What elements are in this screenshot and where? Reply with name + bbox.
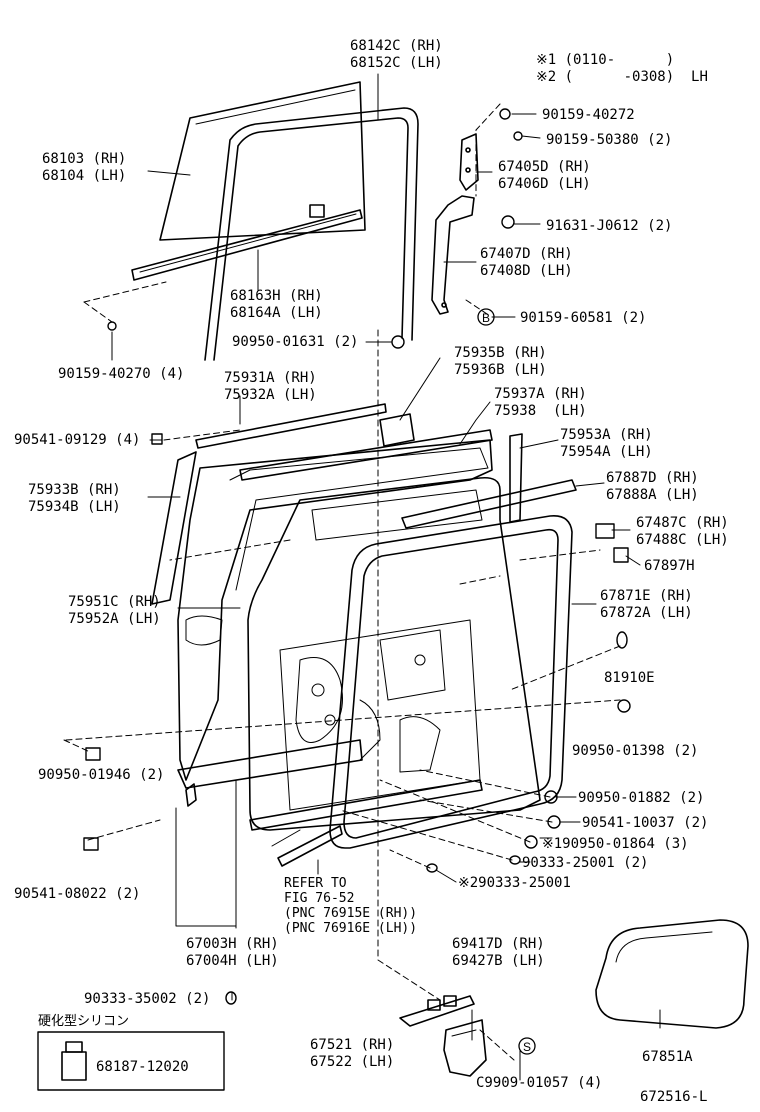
leader-lines [111, 73, 661, 1081]
inner-belt-weatherstrip [401, 479, 577, 529]
label-c9909: C9909-01057 (4) [476, 1075, 603, 1091]
glass-run-channel [204, 107, 419, 361]
label-90333-25001: 90333-25001 (2) [522, 855, 649, 871]
label-67871e: 67871E (RH)67872A (LH) [600, 588, 693, 621]
silicone-box [37, 1031, 225, 1091]
label-75931a: 75931A (RH)75932A (LH) [224, 370, 317, 403]
label-90541-08022: 90541-08022 (2) [14, 886, 141, 902]
label-90950-01946: 90950-01946 (2) [38, 767, 165, 783]
label-silicone-title: 硬化型シリコン [38, 1014, 130, 1029]
label-68163h: 68163H (RH)68164A (LH) [230, 288, 323, 321]
label-67407d: 67407D (RH)67408D (LH) [480, 246, 573, 279]
label-90950-01882: 90950-01882 (2) [578, 790, 705, 806]
label-67887d: 67887D (RH)67888A (LH) [606, 470, 699, 503]
fastener-icons [83, 108, 631, 1005]
label-68187: 68187-12020 [96, 1059, 189, 1075]
label-91631: 91631-J0612 (2) [546, 218, 673, 234]
pillar-garnish-75933 [151, 451, 197, 605]
door-hinge-69417 [399, 995, 475, 1027]
label-75935b: 75935B (RH)75936B (LH) [454, 345, 547, 378]
belt-moulding-75937 [239, 429, 493, 481]
label-90541-09129: 90541-09129 (4) [14, 432, 141, 448]
svg-text:S: S [523, 1040, 531, 1054]
hinge-lower-bracket [431, 195, 475, 315]
label-67487c: 67487C (RH)67488C (LH) [636, 515, 729, 548]
label-75937a: 75937A (RH)75938 (LH) [494, 386, 587, 419]
door-glass [159, 81, 366, 241]
lower-sash-67003 [185, 783, 197, 807]
label-90159-40270: 90159-40270 (4) [58, 366, 185, 382]
label-90541-10037: 90541-10037 (2) [582, 815, 709, 831]
label-90333-35002: 90333-35002 (2) [84, 991, 211, 1007]
label-67897h: 67897H [644, 558, 695, 574]
label-75933b: 75933B (RH)75934B (LH) [28, 482, 121, 515]
label-90159-40272: 90159-40272 [542, 107, 635, 123]
silicone-tube-icon [61, 1041, 87, 1081]
label-90159-50380: 90159-50380 (2) [546, 132, 673, 148]
note-1: ※1 (0110- ) [536, 52, 675, 68]
lower-door-rail [249, 779, 483, 831]
door-outer-panel [177, 439, 493, 789]
label-69417d: 69417D (RH)69427B (LH) [452, 936, 545, 969]
label-81910e: 81910E [604, 670, 655, 686]
label-67405d: 67405D (RH)67406D (LH) [498, 159, 591, 192]
marker-b: B [477, 308, 495, 326]
note-2: ※2 ( -0308) LH [536, 69, 708, 85]
label-68142c: 68142C (RH)68152C (LH) [350, 38, 443, 71]
label-67003h: 67003H (RH)67004H (LH) [186, 936, 279, 969]
figure-number: 672516-L [640, 1089, 708, 1105]
belt-moulding-75931 [195, 403, 387, 449]
marker-s: S [518, 1037, 536, 1055]
label-90333-25001-2: ※290333-25001 [458, 875, 571, 891]
hinge-upper [459, 133, 479, 191]
label-90950-01864: ※190950-01864 (3) [542, 836, 689, 852]
label-67521: 67521 (RH)67522 (LH) [310, 1037, 395, 1070]
belt-moulding-75935 [379, 413, 415, 447]
label-67851a: 67851A [642, 1049, 693, 1065]
hinge-cover-67521 [443, 1019, 487, 1077]
dashed-guides [63, 103, 621, 1061]
svg-text:B: B [482, 311, 490, 325]
moulding-75953 [509, 433, 523, 523]
label-90950-01398: 90950-01398 (2) [572, 743, 699, 759]
label-90159-60581: 90159-60581 (2) [520, 310, 647, 326]
service-hole-cover [595, 919, 749, 1029]
label-75951c: 75951C (RH)75952A (LH) [68, 594, 161, 627]
label-75953a: 75953A (RH)75954A (LH) [560, 427, 653, 460]
lower-sash-channel [131, 204, 363, 281]
lower-weatherstrip-refer [271, 825, 343, 867]
label-90950-01631: 90950-01631 (2) [232, 334, 359, 350]
label-68103: 68103 (RH)68104 (LH) [42, 151, 127, 184]
door-inner-panel [247, 476, 541, 831]
